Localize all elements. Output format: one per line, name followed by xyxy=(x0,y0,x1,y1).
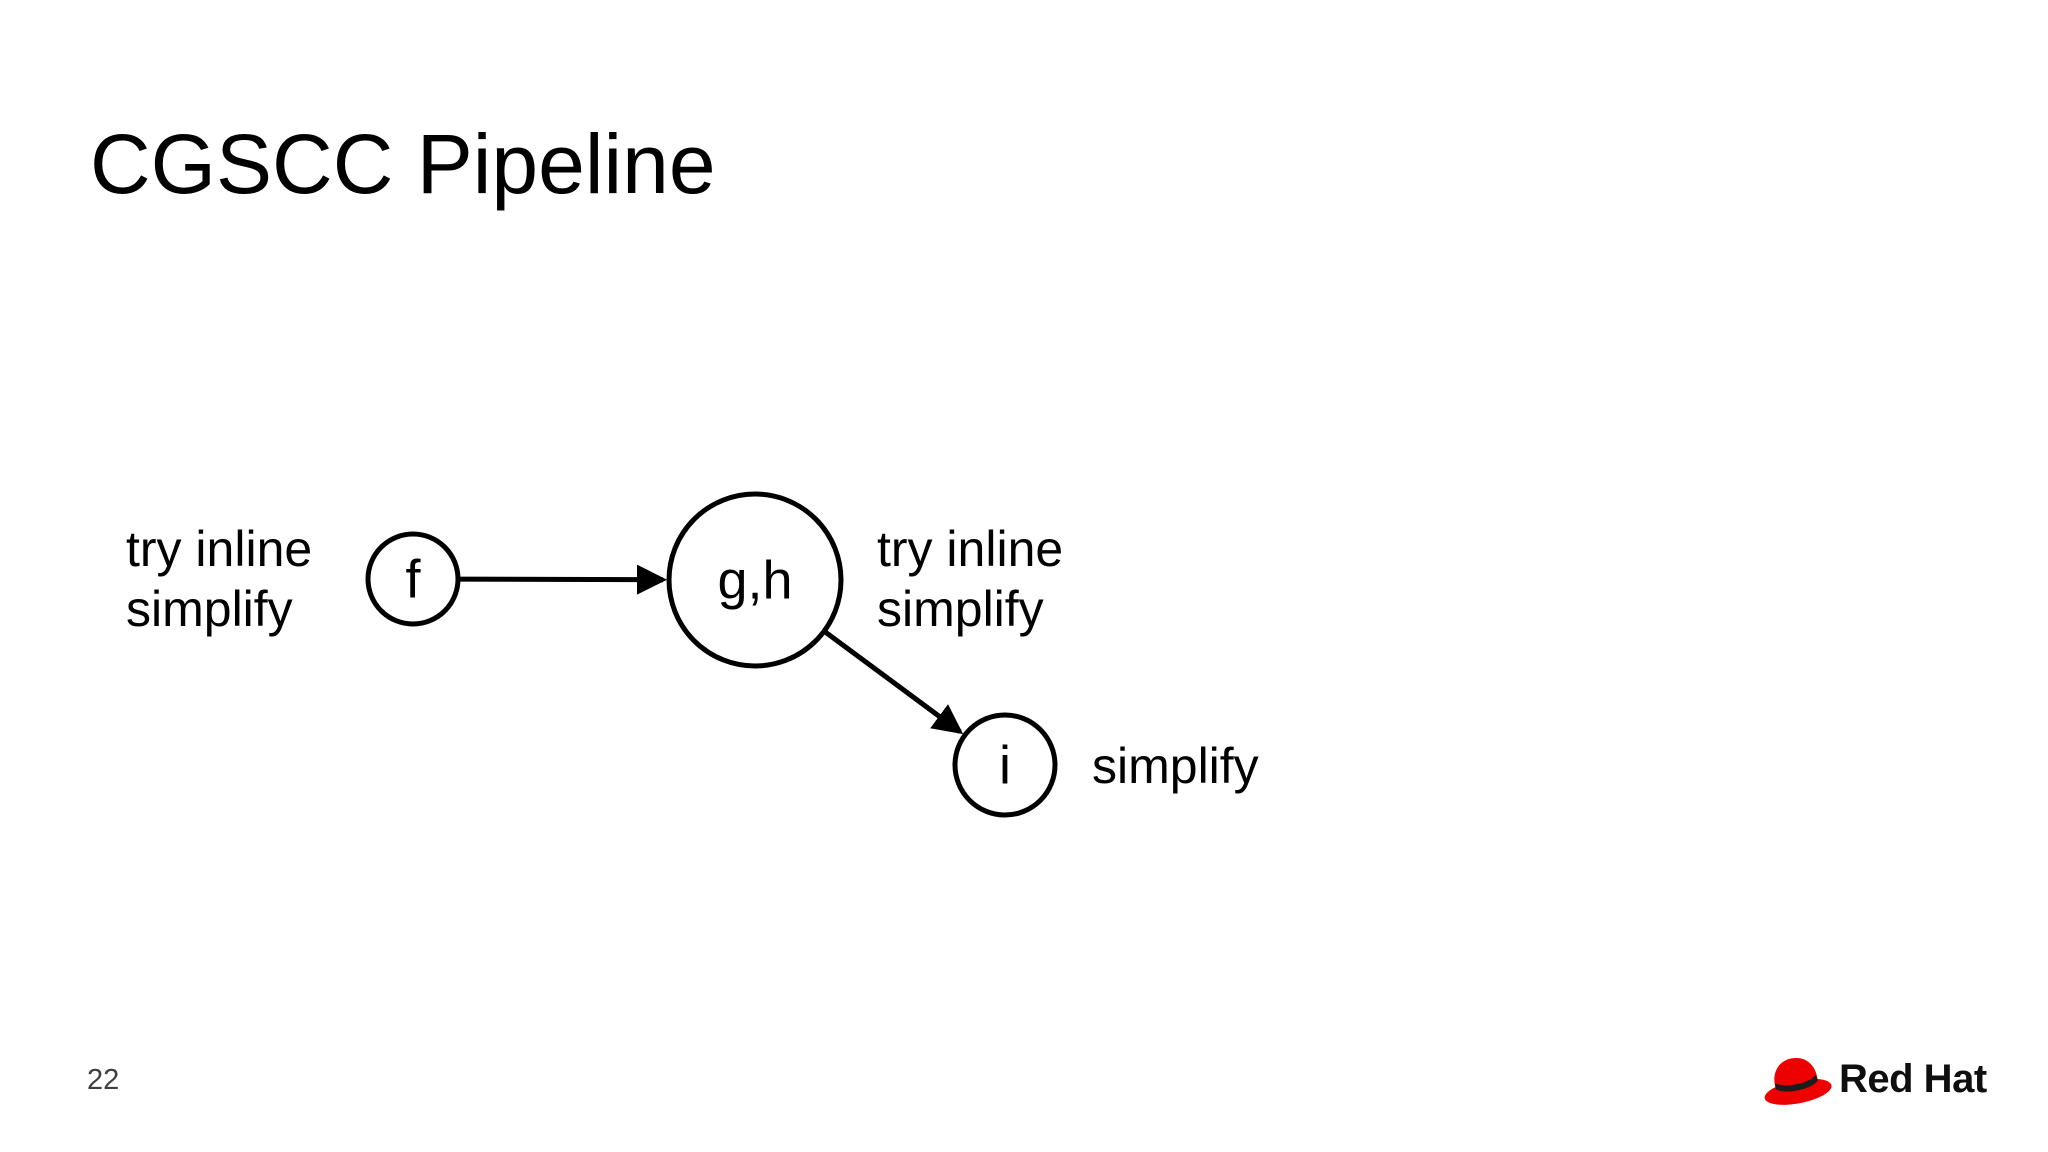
edge-arrow-gh-to-i xyxy=(822,629,964,735)
node-i xyxy=(952,712,1058,818)
node-label-i: i xyxy=(999,735,1011,795)
annotation-line: simplify xyxy=(877,581,1044,637)
slide-title: CGSCC Pipeline xyxy=(90,117,716,211)
node-f xyxy=(365,531,461,627)
diagram-edges xyxy=(457,564,964,735)
page-number: 22 xyxy=(87,1064,120,1096)
annotation-line: try inline xyxy=(877,521,1064,577)
redhat-logo-text: Red Hat xyxy=(1839,1056,1987,1101)
node-label-f: f xyxy=(405,549,421,609)
diagram-nodes: f g,h i xyxy=(365,491,1058,818)
edge-arrow-f-to-gh xyxy=(457,564,668,595)
node-gh xyxy=(666,491,844,669)
annotation-i: simplify xyxy=(1092,736,1259,796)
redhat-logo: Red Hat xyxy=(1760,1050,1987,1108)
annotation-line: simplify xyxy=(126,581,293,637)
node-label-gh: g,h xyxy=(717,550,792,610)
annotation-line: simplify xyxy=(1092,738,1259,794)
annotation-line: try inline xyxy=(126,521,313,577)
redhat-fedora-icon xyxy=(1764,1057,1832,1105)
